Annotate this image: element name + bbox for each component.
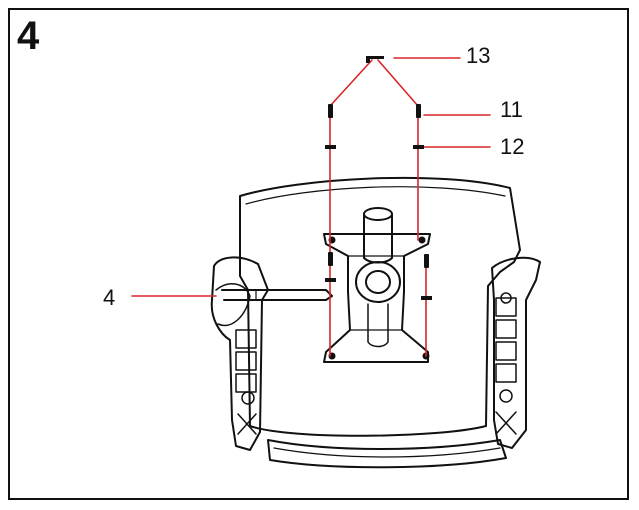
mechanism-plate [323,233,431,363]
leader-lines [131,57,491,357]
washer-icon [421,296,432,300]
step-number: 4 [17,14,40,58]
gas-cylinder-top [363,207,393,221]
callout-12: 12 [500,134,525,159]
seat-panel [239,176,521,437]
cylinder-socket [355,261,401,303]
front-rail [267,439,507,469]
washer-icon [325,278,336,282]
allen-key-icon [366,56,384,63]
right-armrest [491,256,541,449]
left-armrest [210,256,269,451]
bolt-icon [424,254,429,268]
callout-13: 13 [466,43,491,68]
bolt-icon [328,252,333,266]
bolt-icon [328,104,333,118]
washer-icon [325,145,336,149]
gas-cylinder [363,213,393,264]
washer-icon [413,145,424,149]
callout-4: 4 [103,285,116,310]
tilt-lever [221,289,333,301]
seat-panel-inner-top [245,186,506,205]
callout-11: 11 [500,97,523,122]
hardware [325,56,432,300]
bolt-icon [416,104,421,118]
